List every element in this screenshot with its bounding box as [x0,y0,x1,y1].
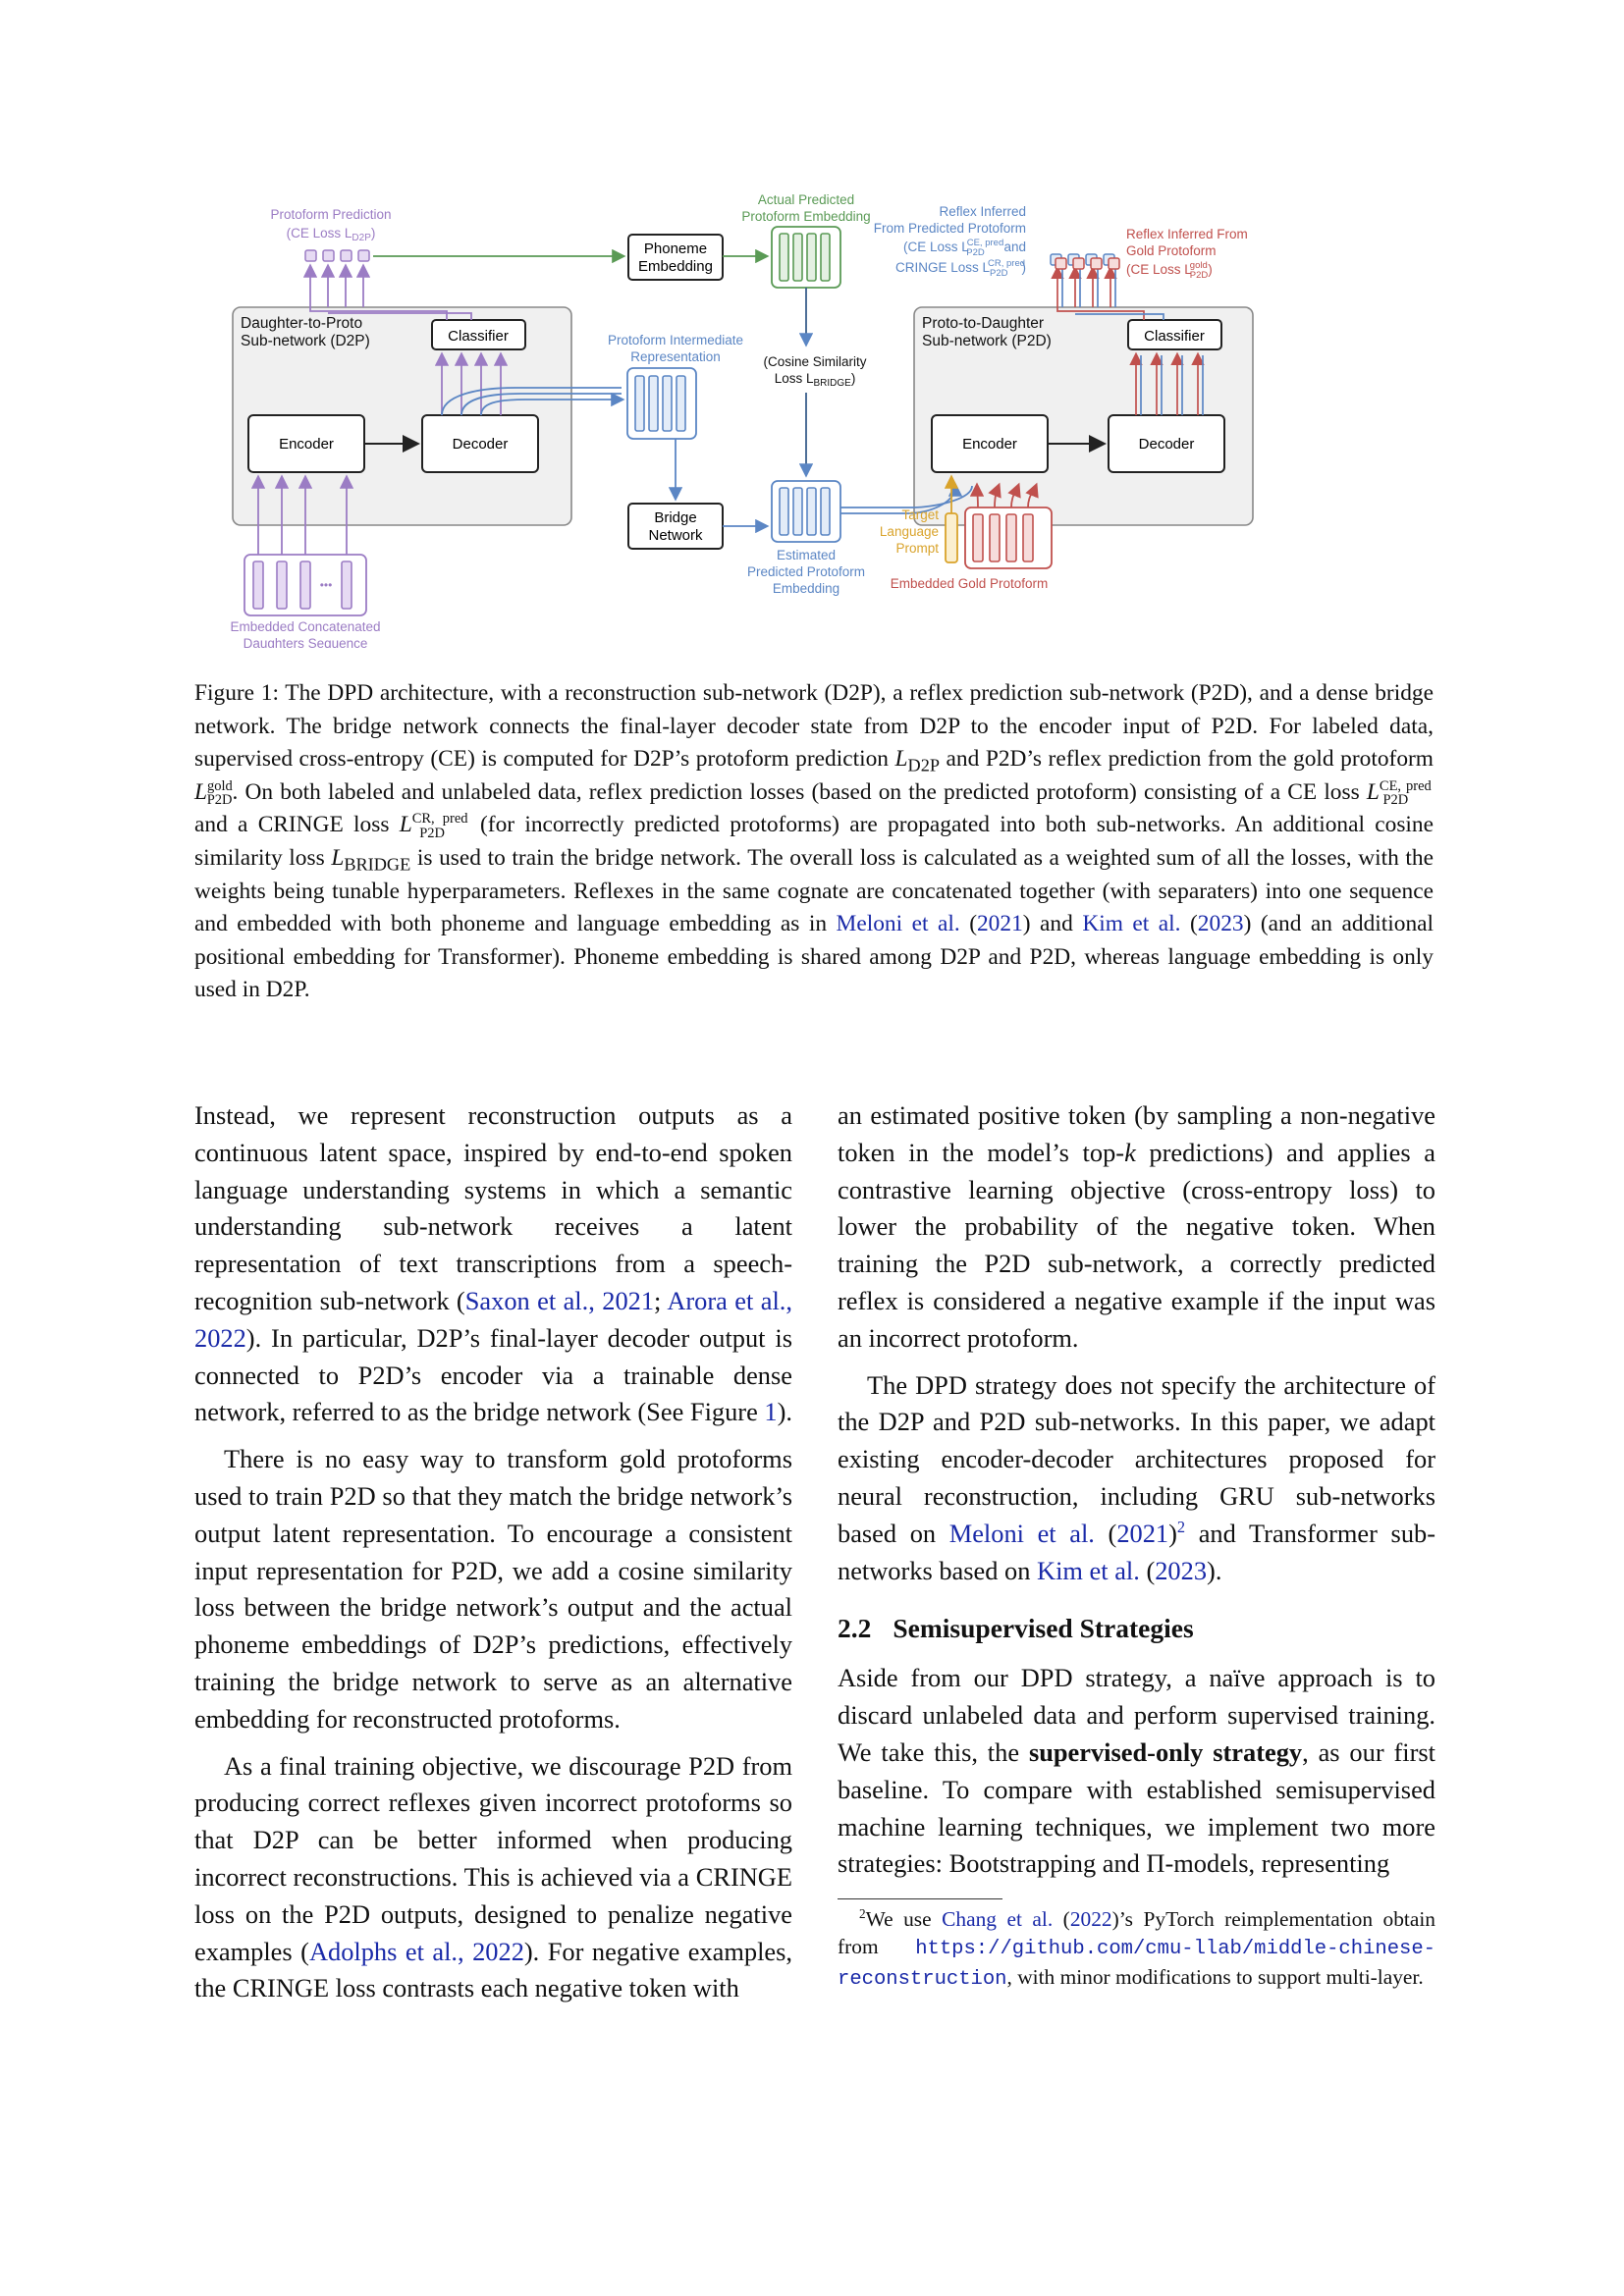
citation-kim-year[interactable]: 2023 [1197,911,1244,937]
embedded-daughters-label-1: Embedded Concatenated [230,619,380,634]
d2p-title-2: Sub-network (D2P) [241,333,370,349]
paragraph: There is no easy way to transform gold p… [194,1444,792,1734]
target-label-1: Target [901,507,939,522]
paragraph: Aside from our DPD strategy, a naïve app… [838,1663,1435,1879]
paragraph: Instead, we represent reconstruction out… [194,1100,792,1427]
p2d-decoder-label: Decoder [1139,436,1195,453]
protoform-prediction-tokens [304,249,370,262]
citation-meloni-year[interactable]: 2021 [976,911,1023,937]
p2d-classifier-box [1127,319,1222,350]
actual-predicted-label-1: Actual Predicted [758,192,854,207]
p2d-title-2: Sub-network (P2D) [922,333,1052,349]
reflex-prediction-tokens [1050,253,1120,270]
reflex-gold-label-2: Gold Protoform [1126,243,1217,258]
footnote-marker[interactable]: 2 [1176,1517,1186,1536]
paragraph: The DPD strategy does not specify the ar… [838,1369,1435,1585]
phoneme-embedding-box [627,234,724,281]
d2p-decoder-label: Decoder [453,436,509,453]
phoneme-label-1: Phoneme [644,240,707,257]
footnote: 2We use Chang et al. (2022)’s PyTorch re… [838,1906,1435,1992]
right-column: an estimated positive token (by sampling… [838,1097,1435,1994]
p2d-decoder-box [1108,414,1225,473]
actual-predicted-label-2: Protoform Embedding [741,209,870,224]
embedded-gold-label: Embedded Gold Protoform [891,576,1049,591]
citation-meloni[interactable]: Meloni et al. [836,911,960,937]
estimated-label-1: Estimated [777,548,836,562]
figure-1: Daughter-to-Proto Sub-network (D2P) Prot… [221,191,1409,651]
bridge-label-1: Bridge [654,509,696,526]
reflex-inferred-label-1: Reflex Inferred [939,204,1026,219]
citation-adolphs[interactable]: Adolphs et al., 2022 [308,1936,524,1966]
architecture-diagram: Daughter-to-Proto Sub-network (D2P) Prot… [230,192,1254,651]
citation-arora[interactable]: Arora et al., 2022 [194,1285,792,1353]
reflex-inferred-label-2: From Predicted Protoform [874,221,1026,236]
citation-chang[interactable]: Chang et al. [942,1907,1054,1932]
citation-meloni[interactable]: Meloni et al. [948,1518,1095,1548]
paragraph: an estimated positive token (by sampling… [838,1100,1435,1353]
reflex-gold-label-1: Reflex Inferred From [1126,227,1248,241]
citation-kim[interactable]: Kim et al. [1082,911,1181,937]
citation-meloni-year[interactable]: 2021 [1116,1518,1169,1548]
github-link[interactable]: https://github.com/cmu-llab/middle-chine… [838,1938,1435,1992]
footnote-rule [838,1898,1002,1900]
p2d-encoder-label: Encoder [962,436,1017,453]
p2d-classifier-label: Classifier [1144,328,1205,345]
d2p-classifier-box [431,319,526,350]
d2p-title-1: Daughter-to-Proto [241,315,362,332]
protoform-prediction-label-2: (CE Loss LD2P) [287,226,376,243]
d2p-classifier-label: Classifier [448,328,509,345]
ellipsis: ••• [320,578,333,592]
citation-kim-year[interactable]: 2023 [1155,1555,1208,1585]
estimated-label-3: Embedding [773,581,839,596]
protoform-prediction-label-1: Protoform Prediction [270,207,391,222]
citation-chang-year[interactable]: 2022 [1069,1907,1112,1932]
cosine-label-1: (Cosine Similarity [763,354,866,369]
target-label-2: Language [880,524,939,539]
bridge-label-2: Network [648,527,703,544]
figure-caption: Figure 1: The DPD architecture, with a r… [194,680,1435,1003]
target-label-3: Prompt [895,541,939,556]
estimated-label-2: Predicted Protoform [747,564,865,579]
intermediate-label-1: Protoform Intermediate [608,333,743,347]
citation-saxon[interactable]: Saxon et al., 2021 [464,1285,655,1315]
citation-kim[interactable]: Kim et al. [1037,1555,1140,1585]
phoneme-label-2: Embedding [638,258,713,275]
d2p-decoder-box [421,414,539,473]
cosine-label-2: Loss LBRIDGE) [775,371,856,389]
p2d-title-1: Proto-to-Daughter [922,315,1044,332]
intermediate-label-2: Representation [630,349,721,364]
d2p-encoder-label: Encoder [279,436,334,453]
figure-ref[interactable]: 1 [764,1397,778,1427]
left-column: Instead, we represent reconstruction out… [194,1097,792,2017]
embedded-daughters-label-2: Daughters Sequence [244,636,368,648]
target-language-prompt [945,512,958,563]
paragraph: As a final training objective, we discou… [194,1750,793,2003]
